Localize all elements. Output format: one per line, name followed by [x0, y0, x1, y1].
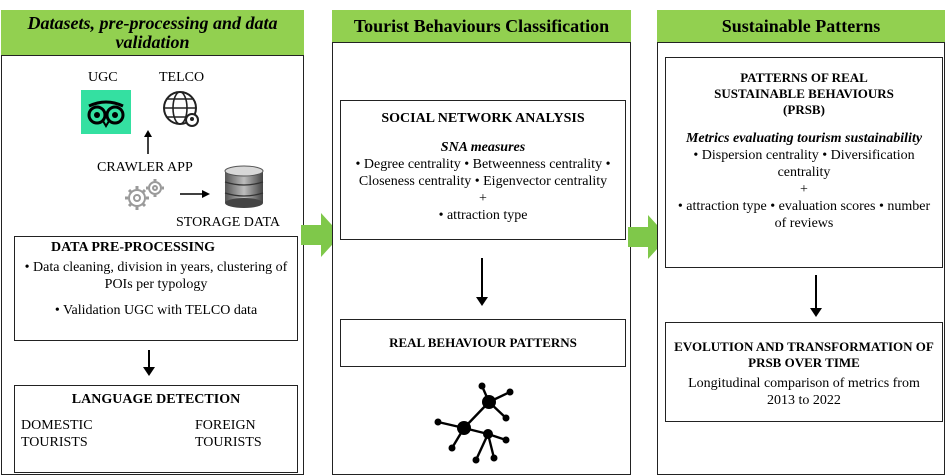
- evolution-box: EVOLUTION AND TRANSFORMATION OF PRSB OVE…: [665, 322, 943, 422]
- datasets-column-title: Datasets, pre-processing and data valida…: [27, 12, 278, 52]
- storage-right-arrow: [180, 186, 210, 198]
- evolution-title: EVOLUTION AND TRANSFORMATION OF PRSB OVE…: [674, 339, 934, 370]
- gears-icon: [120, 178, 168, 212]
- crawler-up-arrow: [143, 130, 153, 154]
- database-icon: [222, 164, 266, 210]
- sna-down-arrow: [476, 258, 488, 306]
- prsb-plus: +: [800, 182, 808, 197]
- sna-title: SOCIAL NETWORK ANALYSIS: [381, 111, 585, 126]
- flow-arrow-1: [301, 213, 341, 257]
- sna-line-2: Closeness centrality • Eigenvector centr…: [358, 174, 608, 189]
- evolution-text: Longitudinal comparison of metrics from …: [688, 376, 920, 408]
- ugc-label: UGC: [88, 70, 118, 85]
- classification-column-header: Tourist Behaviours Classification: [332, 10, 631, 43]
- tripadvisor-icon: [81, 90, 131, 134]
- classification-column: [332, 10, 631, 475]
- real-behaviour-patterns-title: REAL BEHAVIOUR PATTERNS: [389, 335, 577, 350]
- prsb-line-2: • attraction type • evaluation scores • …: [677, 199, 931, 231]
- crawler-app-label: CRAWLER APP: [97, 160, 193, 175]
- classification-column-title: Tourist Behaviours Classification: [353, 15, 610, 36]
- data-preprocessing-title: DATA PRE-PROCESSING: [51, 240, 216, 255]
- foreign-tourists-label: FOREIGN TOURISTS: [195, 418, 262, 450]
- sna-line-3: • attraction type: [438, 208, 528, 223]
- storage-data-label: STORAGE DATA: [176, 215, 281, 230]
- sna-subtitle: SNA measures: [440, 140, 526, 155]
- prsb-title: PATTERNS OF REAL SUSTAINABLE BEHAVIOURS …: [714, 70, 894, 117]
- prsb-line-1: • Dispersion centrality • Diversificatio…: [693, 148, 915, 180]
- sna-plus: +: [479, 191, 487, 206]
- telco-label: TELCO: [159, 70, 205, 85]
- language-detection-box: LANGUAGE DETECTION DOMESTIC TOURISTS FOR…: [14, 385, 298, 473]
- domestic-tourists-label: DOMESTIC TOURISTS: [21, 418, 93, 450]
- sustainable-column-title: Sustainable Patterns: [721, 15, 881, 36]
- prsb-subtitle: Metrics evaluating tourism sustainabilit…: [685, 131, 923, 146]
- data-preprocessing-item-2: • Validation UGC with TELCO data: [54, 303, 258, 318]
- real-behaviour-patterns-box: REAL BEHAVIOUR PATTERNS: [340, 319, 626, 367]
- preprocessing-down-arrow: [144, 350, 154, 376]
- sna-line-1: • Degree centrality • Betweenness centra…: [355, 157, 611, 172]
- datasets-column-header: Datasets, pre-processing and data valida…: [1, 10, 304, 56]
- prsb-down-arrow: [810, 275, 822, 317]
- sna-box: SOCIAL NETWORK ANALYSIS SNA measures • D…: [340, 100, 626, 240]
- data-preprocessing-box: DATA PRE-PROCESSING • Data cleaning, div…: [14, 236, 298, 341]
- sustainable-column-header: Sustainable Patterns: [657, 10, 945, 43]
- language-detection-title: LANGUAGE DETECTION: [71, 392, 241, 407]
- globe-icon: [160, 88, 202, 130]
- network-graph-icon: [424, 380, 528, 470]
- data-preprocessing-item-1: • Data cleaning, division in years, clus…: [24, 260, 288, 292]
- prsb-box: PATTERNS OF REAL SUSTAINABLE BEHAVIOURS …: [665, 57, 943, 268]
